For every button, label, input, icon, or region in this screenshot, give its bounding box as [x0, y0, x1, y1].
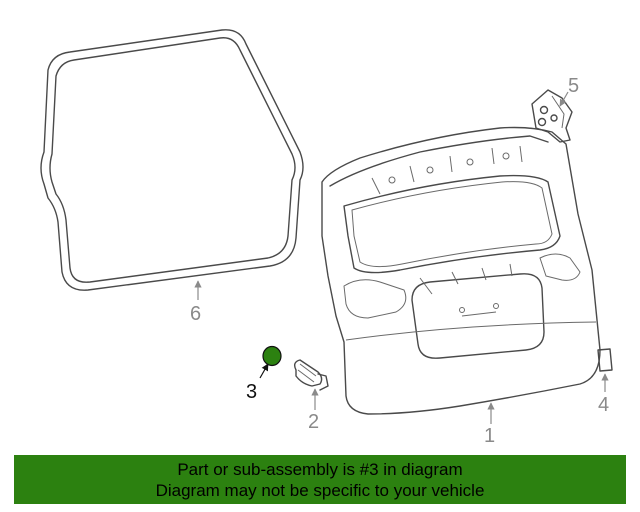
parts-diagram: 1 2 3 4 5 6 — [40, 29, 613, 447]
banner-line-2: Diagram may not be specific to your vehi… — [155, 480, 485, 500]
plug-part-highlighted — [262, 345, 282, 367]
callout-6[interactable]: 6 — [190, 303, 201, 325]
callout-1[interactable]: 1 — [484, 425, 495, 447]
callout-5[interactable]: 5 — [568, 75, 579, 97]
banner-line-1: Part or sub-assembly is #3 in diagram — [177, 459, 463, 479]
pad-part — [597, 348, 613, 372]
switch-part — [293, 359, 329, 391]
liftgate-part — [321, 126, 601, 415]
callout-4[interactable]: 4 — [598, 394, 609, 416]
leader-line-3[interactable] — [259, 363, 269, 379]
weatherstrip-seal-part — [40, 29, 304, 291]
callout-2[interactable]: 2 — [308, 411, 319, 433]
hinge-part — [531, 89, 573, 143]
callout-3[interactable]: 3 — [246, 381, 257, 403]
info-banner: Part or sub-assembly is #3 in diagram Di… — [14, 455, 626, 504]
leader-line-5 — [559, 91, 569, 107]
